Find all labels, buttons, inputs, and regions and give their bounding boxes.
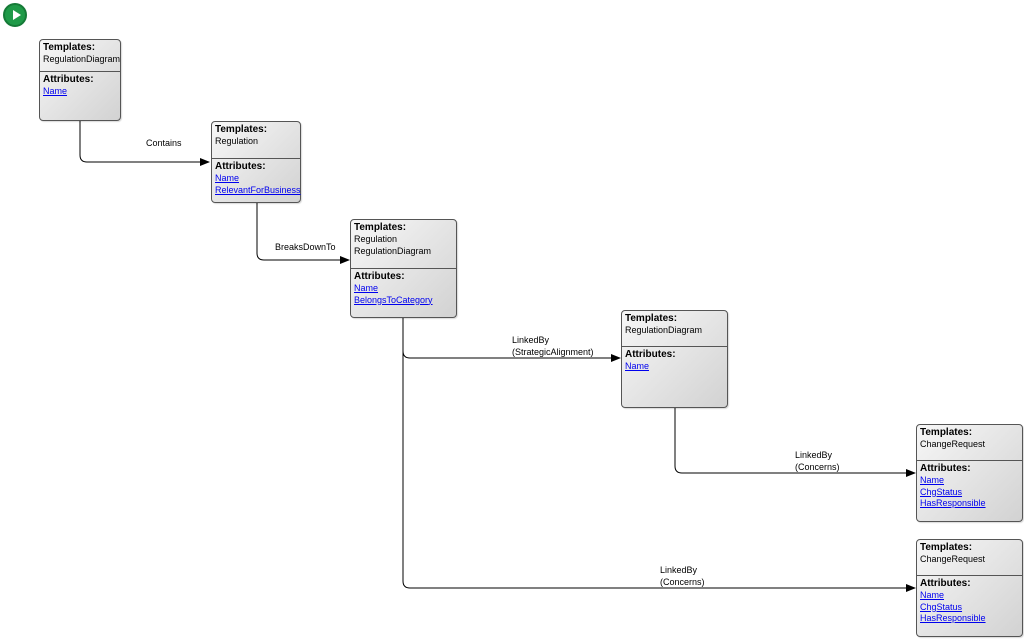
attribute-link-belongstocategory[interactable]: BelongsToCategory — [354, 294, 433, 305]
edge-label-breaksdownto: BreaksDownTo — [275, 242, 336, 254]
edge-label-subtext: (Concerns) — [795, 461, 840, 472]
node-regulation[interactable]: Templates: Regulation Attributes: Name R… — [211, 121, 301, 203]
edge-label-text: LinkedBy — [660, 565, 698, 575]
templates-title: Templates: — [920, 542, 973, 553]
edge-contains — [79, 121, 210, 166]
edge-breaksdownto — [256, 203, 350, 264]
node-regulation-regulationdiagram[interactable]: Templates: Regulation RegulationDiagram … — [350, 219, 457, 318]
attributes-title: Attributes: — [354, 271, 405, 282]
attribute-link-relevantforbusiness[interactable]: RelevantForBusiness — [215, 184, 301, 195]
templates-section: Templates: Regulation RegulationDiagram — [351, 220, 456, 268]
attribute-link-name[interactable]: Name — [625, 361, 650, 371]
attributes-section: Attributes: Name — [40, 71, 120, 101]
edge-linkedby-concerns-2 — [402, 318, 916, 592]
node-changerequest-1[interactable]: Templates: ChangeRequest Attributes: Nam… — [916, 424, 1023, 522]
edge-label-text: Contains — [146, 138, 182, 148]
attributes-title: Attributes: — [215, 161, 266, 172]
template-name: Regulation — [354, 234, 398, 244]
attribute-link-name[interactable]: Name — [43, 86, 68, 96]
templates-title: Templates: — [215, 124, 268, 135]
attribute-link-chgstatus[interactable]: ChgStatus — [920, 486, 963, 497]
attributes-title: Attributes: — [43, 74, 94, 85]
run-button[interactable] — [3, 3, 27, 27]
edge-label-subtext: (Concerns) — [660, 576, 705, 587]
node-changerequest-2[interactable]: Templates: ChangeRequest Attributes: Nam… — [916, 539, 1023, 637]
edge-label-text: LinkedBy — [795, 450, 833, 460]
attributes-section: Attributes: Name BelongsToCategory — [351, 268, 456, 309]
node-regulationdiagram[interactable]: Templates: RegulationDiagram Attributes:… — [621, 310, 728, 408]
node-regulationdiagram-root[interactable]: Templates: RegulationDiagram Attributes:… — [39, 39, 121, 121]
templates-title: Templates: — [625, 313, 678, 324]
template-name: RegulationDiagram — [354, 245, 432, 256]
attribute-link-hasresponsible[interactable]: HasResponsible — [920, 498, 986, 508]
edge-label-contains: Contains — [146, 138, 182, 150]
templates-title: Templates: — [43, 42, 96, 53]
attribute-link-name[interactable]: Name — [354, 283, 379, 293]
templates-section: Templates: ChangeRequest — [917, 540, 1022, 575]
attributes-section: Attributes: Name ChgStatus HasResponsibl… — [917, 575, 1022, 628]
edge-label-text: BreaksDownTo — [275, 242, 336, 252]
templates-title: Templates: — [354, 222, 407, 233]
templates-section: Templates: RegulationDiagram — [622, 311, 727, 346]
templates-title: Templates: — [920, 427, 973, 438]
attribute-link-name[interactable]: Name — [920, 590, 945, 600]
play-icon — [13, 10, 21, 20]
attributes-title: Attributes: — [920, 463, 971, 474]
attributes-section: Attributes: Name ChgStatus HasResponsibl… — [917, 460, 1022, 513]
edge-label-linkedby-concerns-1: LinkedBy (Concerns) — [795, 450, 840, 473]
templates-section: Templates: RegulationDiagram — [40, 40, 120, 71]
attributes-title: Attributes: — [625, 349, 676, 360]
templates-section: Templates: Regulation — [212, 122, 300, 158]
edge-label-subtext: (StrategicAlignment) — [512, 346, 594, 357]
edge-label-text: LinkedBy — [512, 335, 550, 345]
templates-section: Templates: ChangeRequest — [917, 425, 1022, 460]
template-name: Regulation — [215, 136, 259, 146]
template-name: RegulationDiagram — [625, 325, 703, 335]
edge-label-linkedby-strategic: LinkedBy (StrategicAlignment) — [512, 335, 594, 358]
attribute-link-chgstatus[interactable]: ChgStatus — [920, 601, 963, 612]
attributes-title: Attributes: — [920, 578, 971, 589]
template-name: RegulationDiagram — [43, 54, 121, 64]
attribute-link-hasresponsible[interactable]: HasResponsible — [920, 613, 986, 623]
template-name: ChangeRequest — [920, 554, 986, 564]
attributes-section: Attributes: Name RelevantForBusiness — [212, 158, 301, 199]
template-name: ChangeRequest — [920, 439, 986, 449]
attributes-section: Attributes: Name — [622, 346, 727, 376]
attribute-link-name[interactable]: Name — [920, 475, 945, 485]
edge-label-linkedby-concerns-2: LinkedBy (Concerns) — [660, 565, 705, 588]
attribute-link-name[interactable]: Name — [215, 173, 240, 183]
edge-linkedby-concerns-1 — [674, 408, 916, 477]
